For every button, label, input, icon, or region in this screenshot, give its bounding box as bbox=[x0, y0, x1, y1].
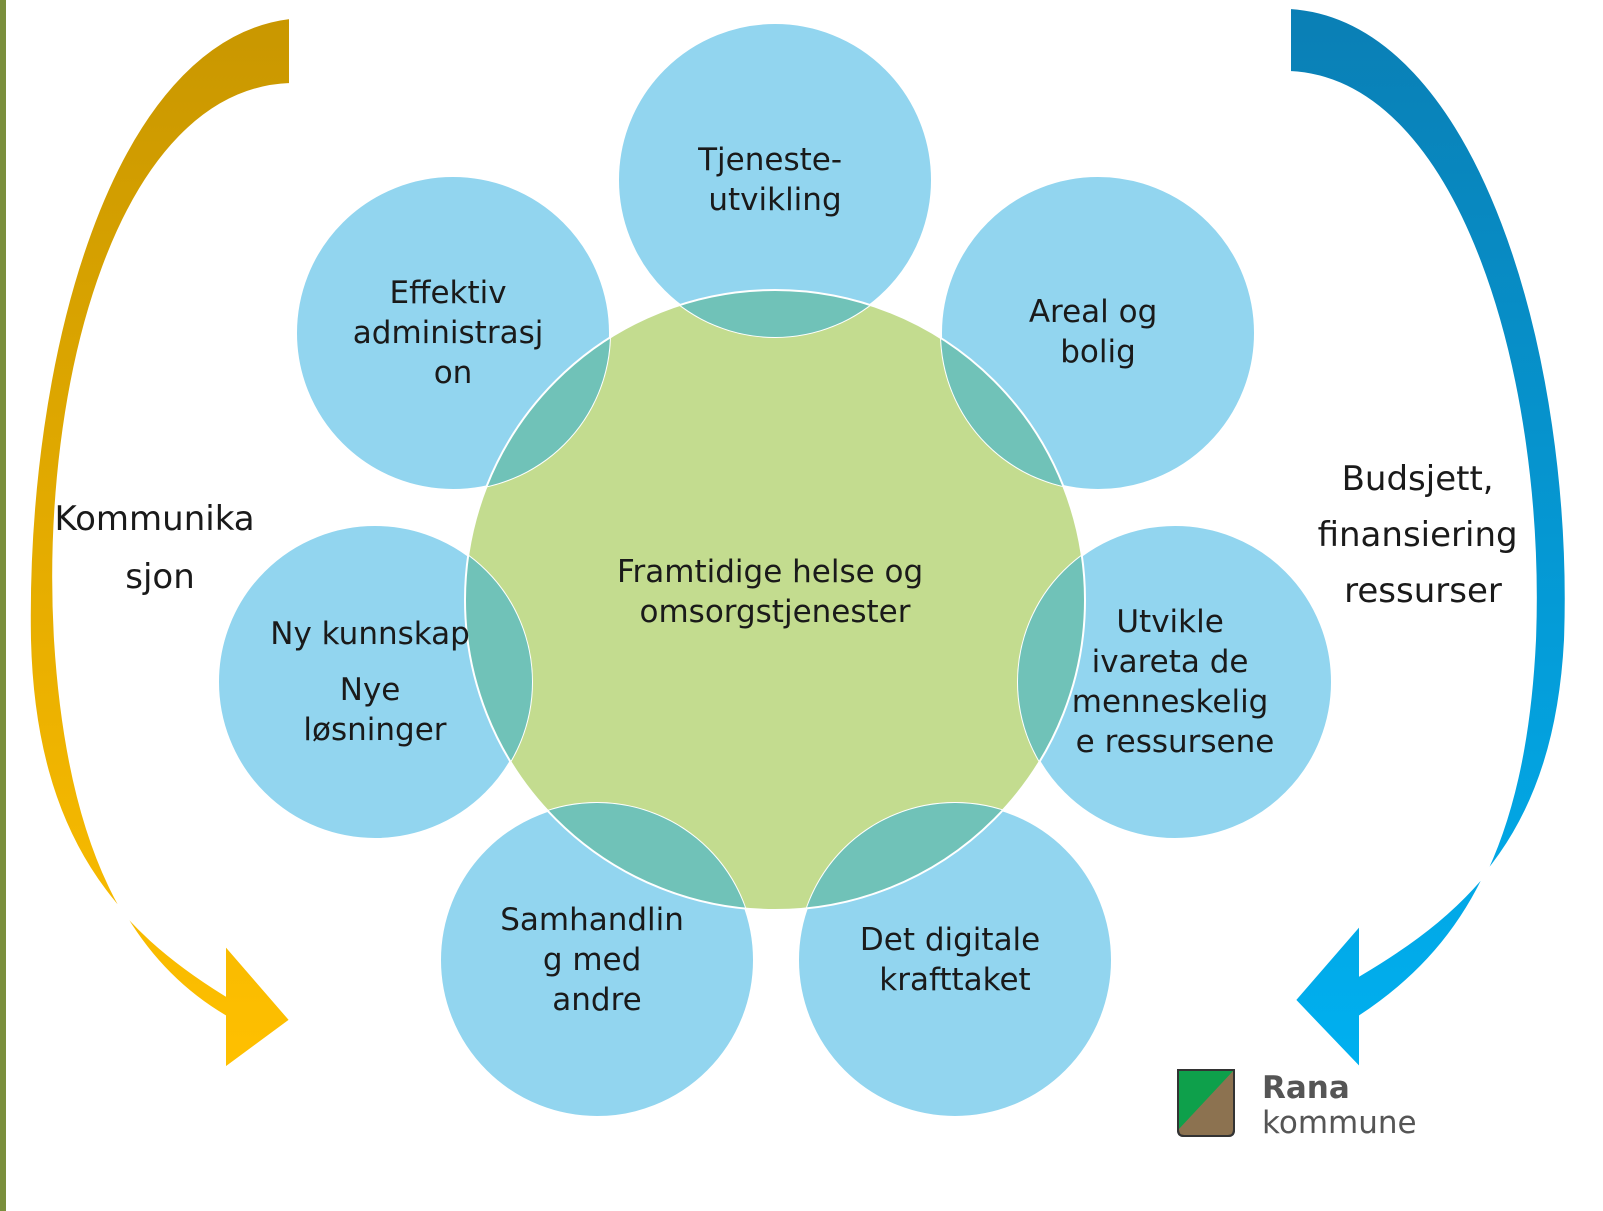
left-arrow-label: Kommunika sjon bbox=[55, 499, 266, 597]
petal-label-kunnskap: Ny kunnskap Nye løsninger bbox=[270, 616, 479, 748]
petal-label-samhandling: Samhandlin g med andre bbox=[500, 902, 694, 1018]
left-edge-strip bbox=[0, 0, 6, 1211]
logo-name: Rana bbox=[1262, 1070, 1350, 1106]
logo-subtitle: kommune bbox=[1262, 1105, 1417, 1141]
left-curved-arrow: Kommunika sjon bbox=[28, 16, 292, 1070]
petal-label-tjeneste: Tjeneste- utvikling bbox=[697, 142, 852, 218]
petal-label-utvikle: Utvikle ivareta de menneskelig e ressurs… bbox=[1072, 604, 1278, 760]
center-circle bbox=[465, 290, 1085, 910]
petal-label-effektiv: Effektiv administrasj on bbox=[353, 275, 553, 391]
petal-label-digitale: Det digitale krafttaket bbox=[860, 922, 1050, 998]
center-circle-outline bbox=[464, 289, 1086, 911]
right-arrow-label: Budsjett, finansiering ressurser bbox=[1318, 459, 1529, 611]
logo-shield-icon bbox=[1177, 1069, 1235, 1137]
right-curved-arrow: Budsjett, finansiering ressurser bbox=[1289, 6, 1567, 1071]
rana-kommune-logo: Rana kommune bbox=[1177, 1069, 1417, 1141]
petal-label-areal: Areal og bolig bbox=[1029, 294, 1167, 370]
center-label: Framtidige helse og omsorgstjenester bbox=[617, 554, 933, 630]
